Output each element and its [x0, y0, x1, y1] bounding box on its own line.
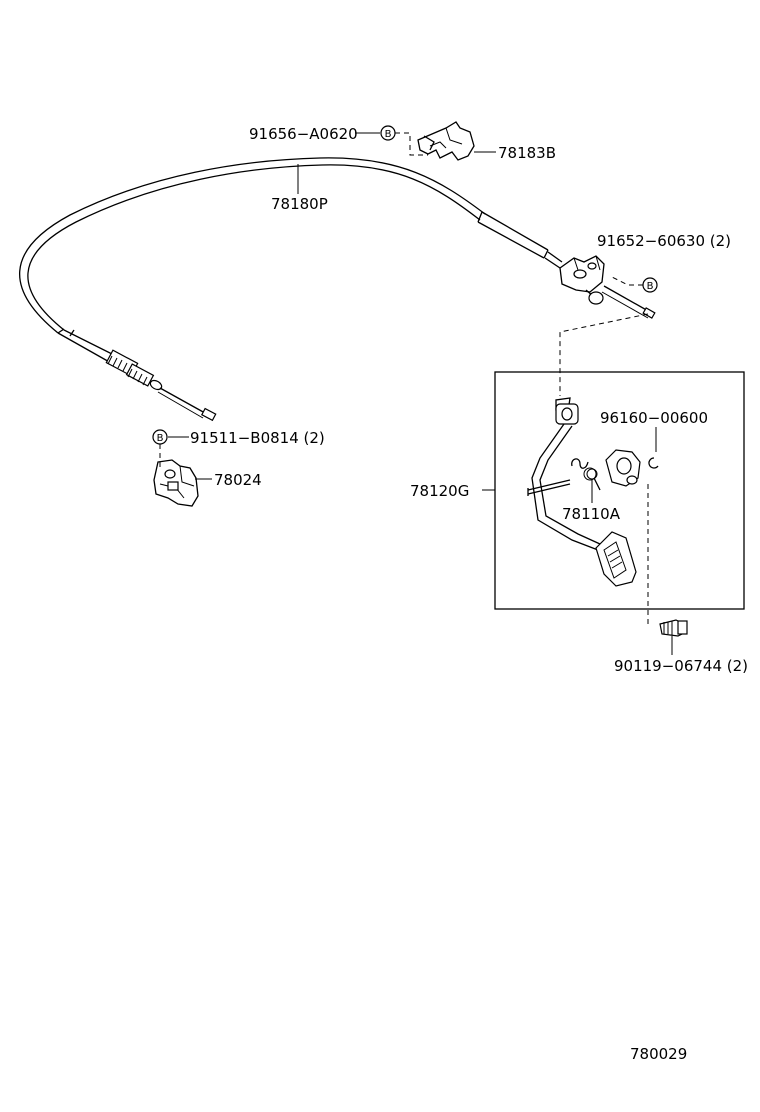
- svg-text:B: B: [385, 129, 392, 140]
- svg-text:B: B: [157, 433, 164, 444]
- pedal-assembly-box: [494, 371, 745, 610]
- label-90119-06744: 90119−06744 (2): [614, 657, 748, 675]
- label-78024: 78024: [214, 471, 262, 489]
- bolt-marker-91652: B: [642, 277, 658, 293]
- pivot-shaft: [527, 479, 571, 496]
- pedal-bracket: [605, 449, 641, 487]
- label-78110A: 78110A: [562, 505, 621, 523]
- bolt-90119: [659, 619, 688, 637]
- label-91511-B0814: 91511−B0814 (2): [190, 429, 325, 447]
- clip-96160: [648, 457, 659, 469]
- pedal-arm: [531, 397, 601, 551]
- bracket-78183B: [417, 121, 475, 161]
- label-78120G: 78120G: [410, 482, 469, 500]
- cable-bracket-upper: [559, 255, 656, 319]
- accelerator-cable: [19, 157, 563, 422]
- cable-adjuster: [105, 349, 163, 391]
- label-78183B: 78183B: [498, 144, 556, 162]
- bolt-marker-91511: B: [152, 429, 168, 445]
- svg-text:B: B: [647, 281, 654, 292]
- label-91652-60630: 91652−60630 (2): [597, 232, 731, 250]
- label-91656-A0620: 91656−A0620: [249, 125, 358, 143]
- bracket-78024: [153, 459, 199, 507]
- label-78180P: 78180P: [271, 195, 328, 213]
- bolt-marker-91656: B: [380, 125, 396, 141]
- label-96160-00600: 96160−00600: [600, 409, 708, 427]
- return-spring: [571, 458, 601, 491]
- pedal-pad: [595, 531, 637, 587]
- diagram-number: 780029: [630, 1045, 687, 1063]
